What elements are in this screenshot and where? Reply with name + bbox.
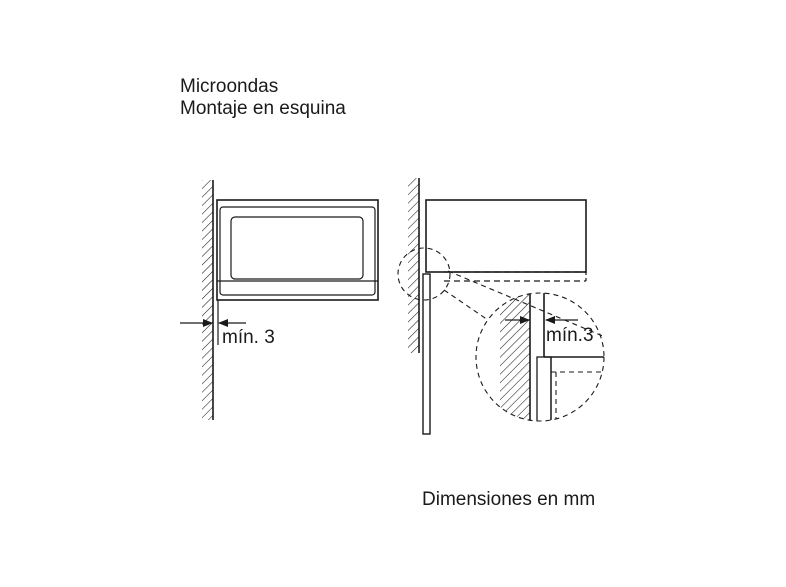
min-gap-label-detail: mín.3 — [546, 325, 594, 346]
detail-leader-top — [443, 289, 489, 321]
microwave-door-panel — [422, 273, 431, 435]
title-line-2: Montaje en esquina — [180, 98, 346, 119]
detail-marker-circle — [397, 247, 451, 301]
front-view: mín. 3 — [180, 180, 379, 420]
microwave-front-outer — [216, 199, 379, 301]
detail-door — [536, 356, 552, 421]
microwave-door-window — [230, 216, 364, 280]
detail-circle-outline — [475, 292, 605, 422]
detail-enlargement: mín.3 — [475, 292, 605, 422]
units-note: Dimensiones en mm — [422, 489, 596, 510]
microwave-side-body — [425, 199, 587, 273]
diagram-title: Microondas Montaje en esquina — [180, 76, 346, 120]
title-line-1: Microondas — [180, 76, 279, 97]
left-wall-hatch — [202, 180, 213, 420]
microwave-front-frame — [219, 206, 376, 296]
right-wall-hatch — [408, 178, 419, 353]
min-gap-label-left: mín. 3 — [222, 327, 275, 348]
detail-wall-hatch — [500, 293, 530, 421]
